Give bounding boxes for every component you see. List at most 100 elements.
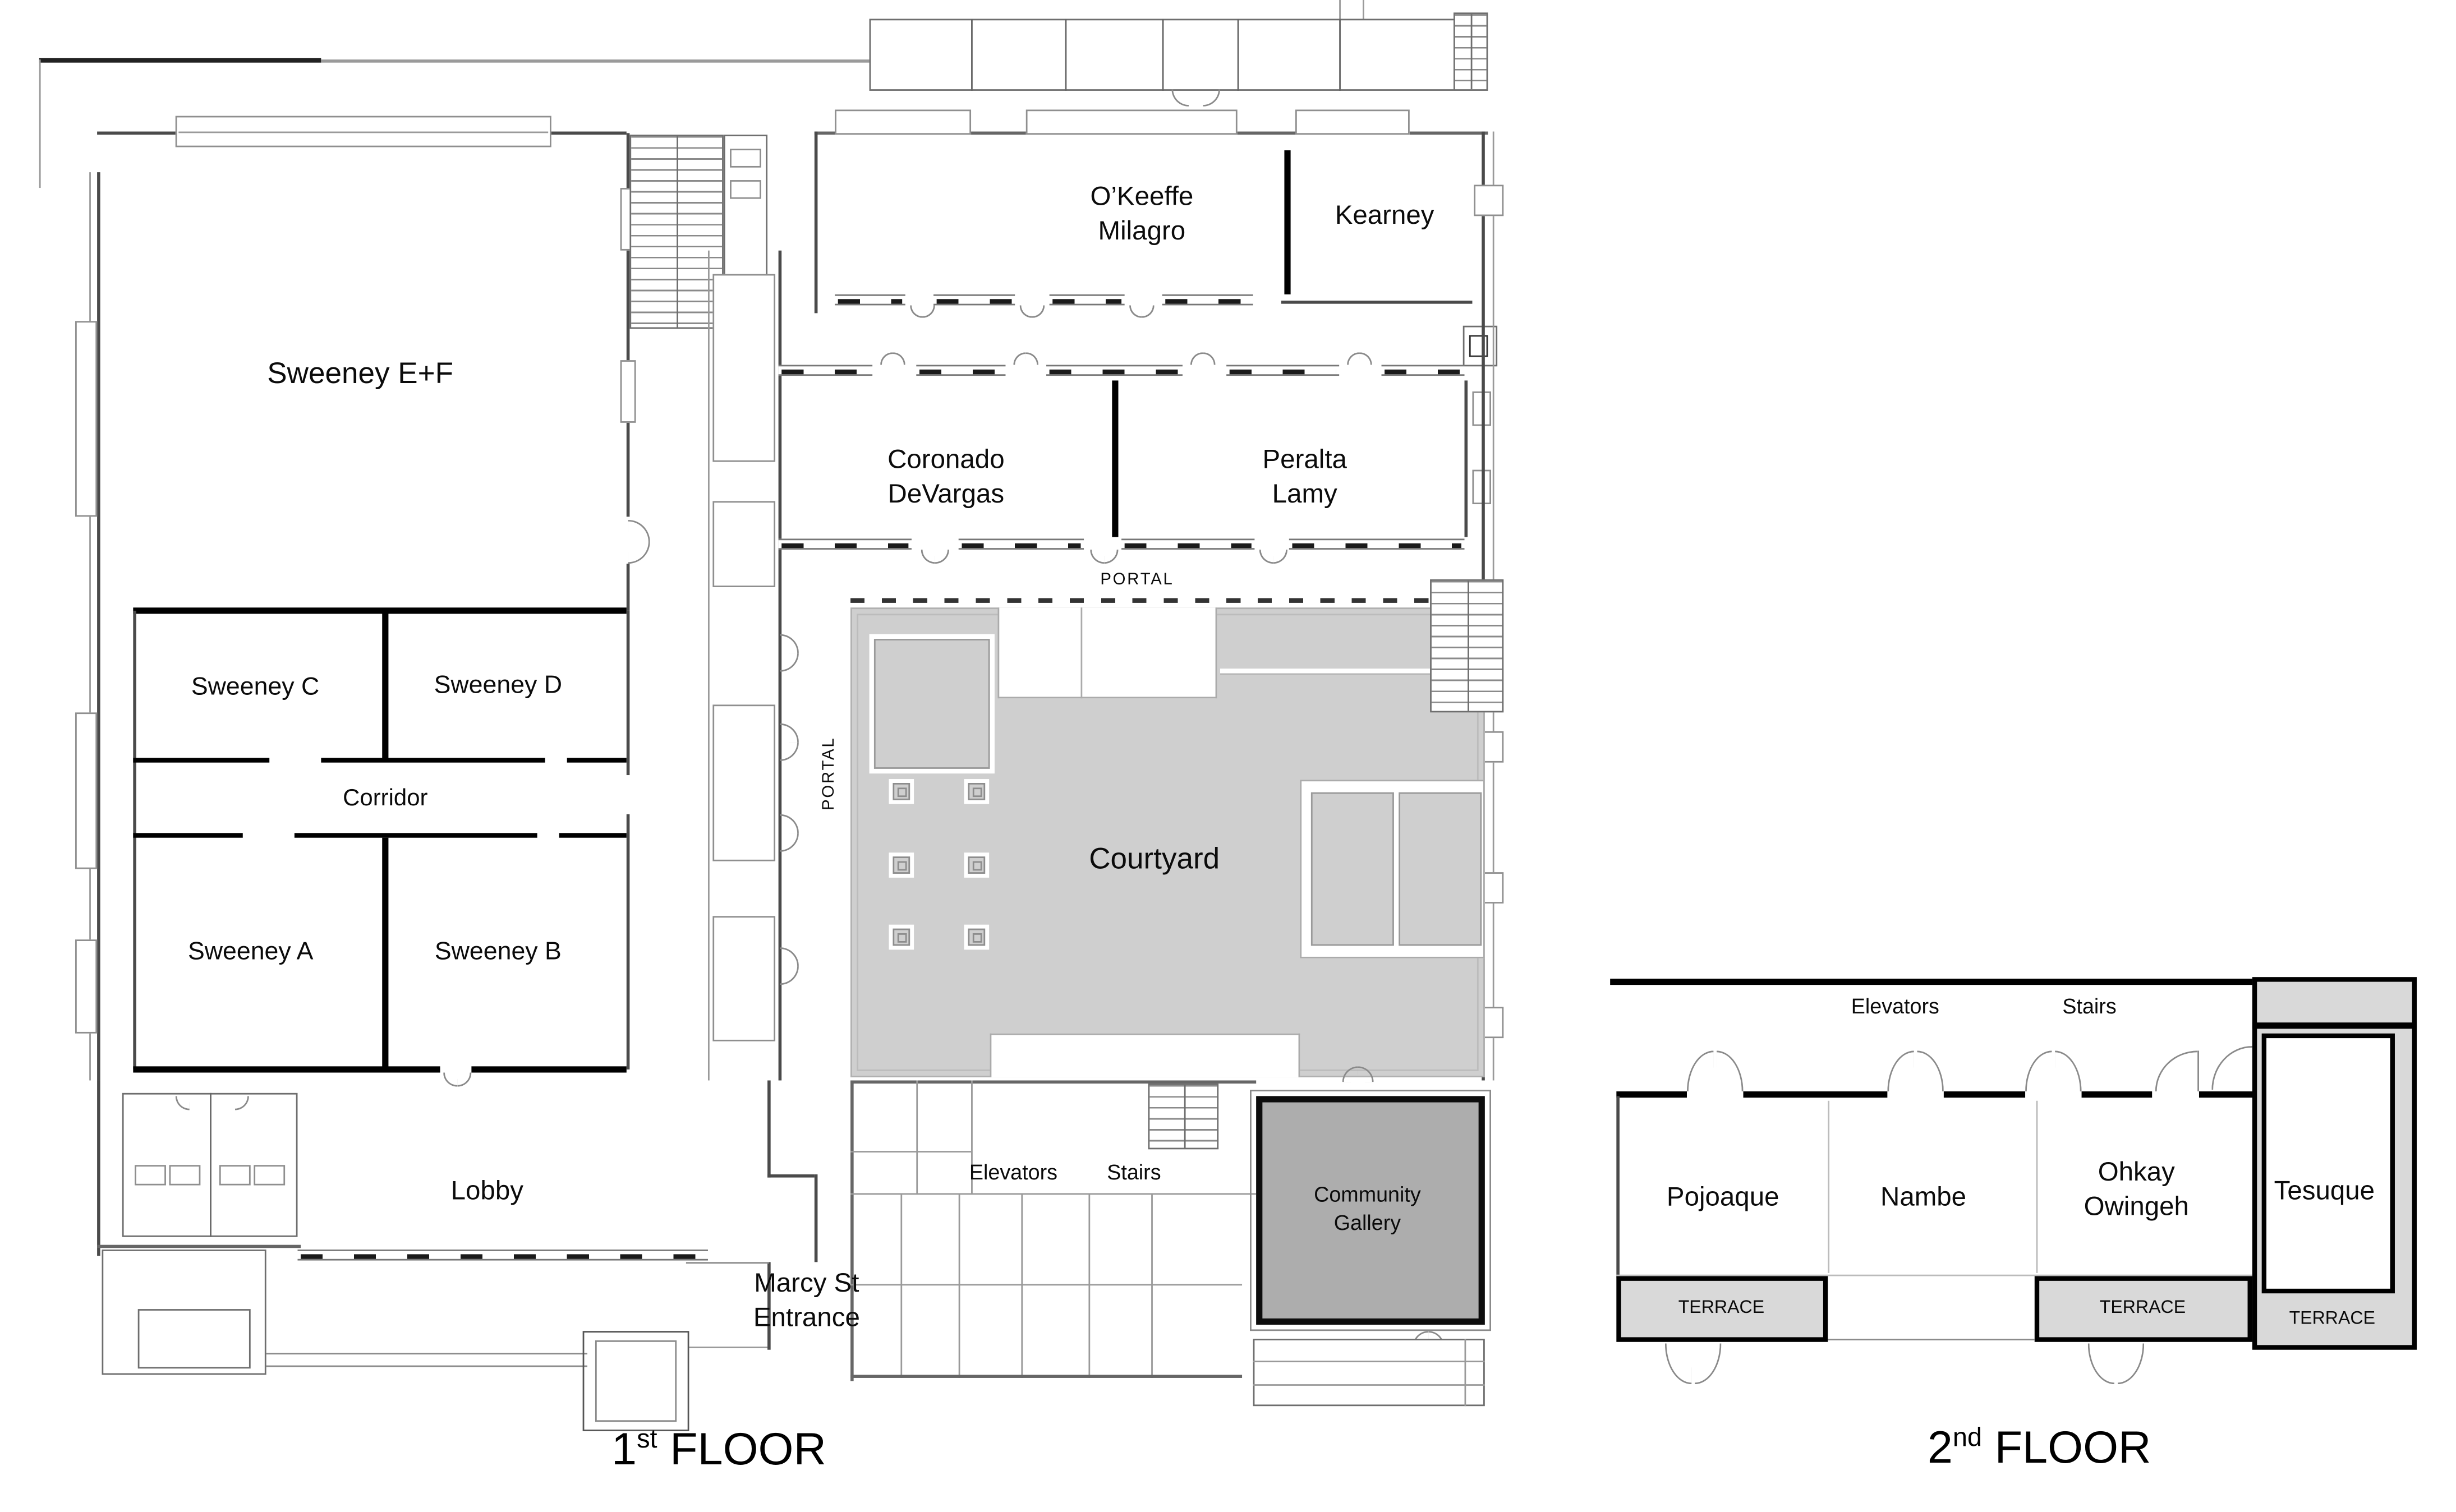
wall [850,1080,1257,1083]
portal-colonnade [850,598,1485,602]
door-arc [935,549,949,564]
wall [382,610,388,760]
door-arc [780,723,799,743]
door-arc [910,305,923,318]
door-arc [1717,1050,1744,1092]
window-wall [778,365,873,376]
courtyard-room [1310,792,1394,946]
room-label-tesuque: Tesuque [2274,1176,2375,1206]
door-arc [2211,1046,2252,1090]
wall [1743,1091,1888,1097]
stairs-hatch [1148,1084,1219,1150]
window-bay [712,274,776,462]
wall [97,131,176,134]
wall [1464,380,1467,537]
courtyard-notch [990,1033,1300,1077]
door-arc [1171,89,1189,107]
window-wall [1046,365,1183,376]
door-arc [1917,1050,1944,1092]
door-arc [880,352,893,365]
door-arc [1090,549,1105,564]
wall [900,1193,903,1378]
community-gallery-area [1256,1096,1485,1325]
room-label-sweeney-ef: Sweeney E+F [267,358,454,391]
door-arc [1359,352,1372,365]
wall [1284,150,1290,294]
wall [294,832,537,838]
door-arc [628,542,650,564]
fixture [169,1165,201,1186]
door-arc [1664,1343,1692,1385]
room-label-sweeney-c: Sweeney C [191,674,320,701]
window-wall [1226,365,1340,376]
room-label-ohkay-owingeh: Ohkay Owingeh [2084,1157,2189,1221]
room-label-corridor: Corridor [343,785,428,812]
first-floor-title: 1st FLOOR [611,1422,826,1481]
window-bay [75,939,98,1034]
courtyard-notch [997,607,1217,699]
wall [567,757,627,763]
wall [97,1244,301,1247]
wall [133,607,627,614]
wall [1065,19,1067,91]
door-arc [457,1072,472,1086]
door-arc [1203,89,1220,107]
wall [1339,19,1341,91]
label-elevators-1f: Elevators [969,1160,1057,1184]
wall [133,1066,440,1072]
wall [814,1174,817,1262]
door-arc [780,833,799,852]
room-label-okeeffe-milagro: O’Keeffe Milagro [1090,181,1194,246]
wall [850,1375,1243,1377]
column [893,928,910,946]
terrace-left [1616,1276,1828,1342]
room-outline [1253,1339,1485,1407]
label-stairs-2f: Stairs [2062,994,2117,1018]
wall [133,757,270,763]
fixture [254,1165,286,1186]
wall [1464,1339,1466,1407]
wall [1237,19,1239,91]
column [968,856,986,874]
wall [1151,1193,1153,1378]
door-arc [921,549,935,564]
wall [1616,1096,1619,1278]
wall [1253,1361,1485,1363]
window-bay [75,321,98,517]
courtyard-line [1220,669,1485,675]
title-number: 1 [611,1425,637,1476]
window-bay [1474,185,1504,216]
wall [689,1347,768,1349]
terrace-right [2034,1276,2252,1342]
window-wall [958,538,1084,550]
wall [1828,1339,2035,1341]
door-arc [443,1072,458,1086]
wall [1112,380,1118,537]
room-label-courtyard: Courtyard [1089,843,1220,877]
label-marcy-entrance: Marcy St Entrance [753,1268,860,1333]
room-label-peralta-lamy: Peralta Lamy [1262,444,1347,509]
wall [39,58,321,63]
title-ordinal: nd [1952,1422,1983,1453]
entry-vestibule [137,1309,251,1369]
wall [2199,1091,2256,1097]
courtyard-room [1399,792,1482,946]
fixture [135,1165,166,1186]
door-arc [922,305,935,318]
door-arc [780,653,799,672]
wall [850,1080,853,1381]
door-arc [2117,1343,2145,1385]
room-label-pojoaque: Pojoaque [1666,1182,1779,1212]
window-wall [1289,538,1465,550]
column [893,783,910,800]
wall [958,1193,960,1378]
door-arc [2155,1050,2198,1092]
title-word: FLOOR [657,1425,827,1476]
room-outline [869,19,1488,91]
wall [133,832,243,838]
stair-landing [730,180,761,199]
wall [1021,1193,1023,1378]
marcy-vestibule [582,1331,689,1431]
wall [2252,1022,2417,1028]
